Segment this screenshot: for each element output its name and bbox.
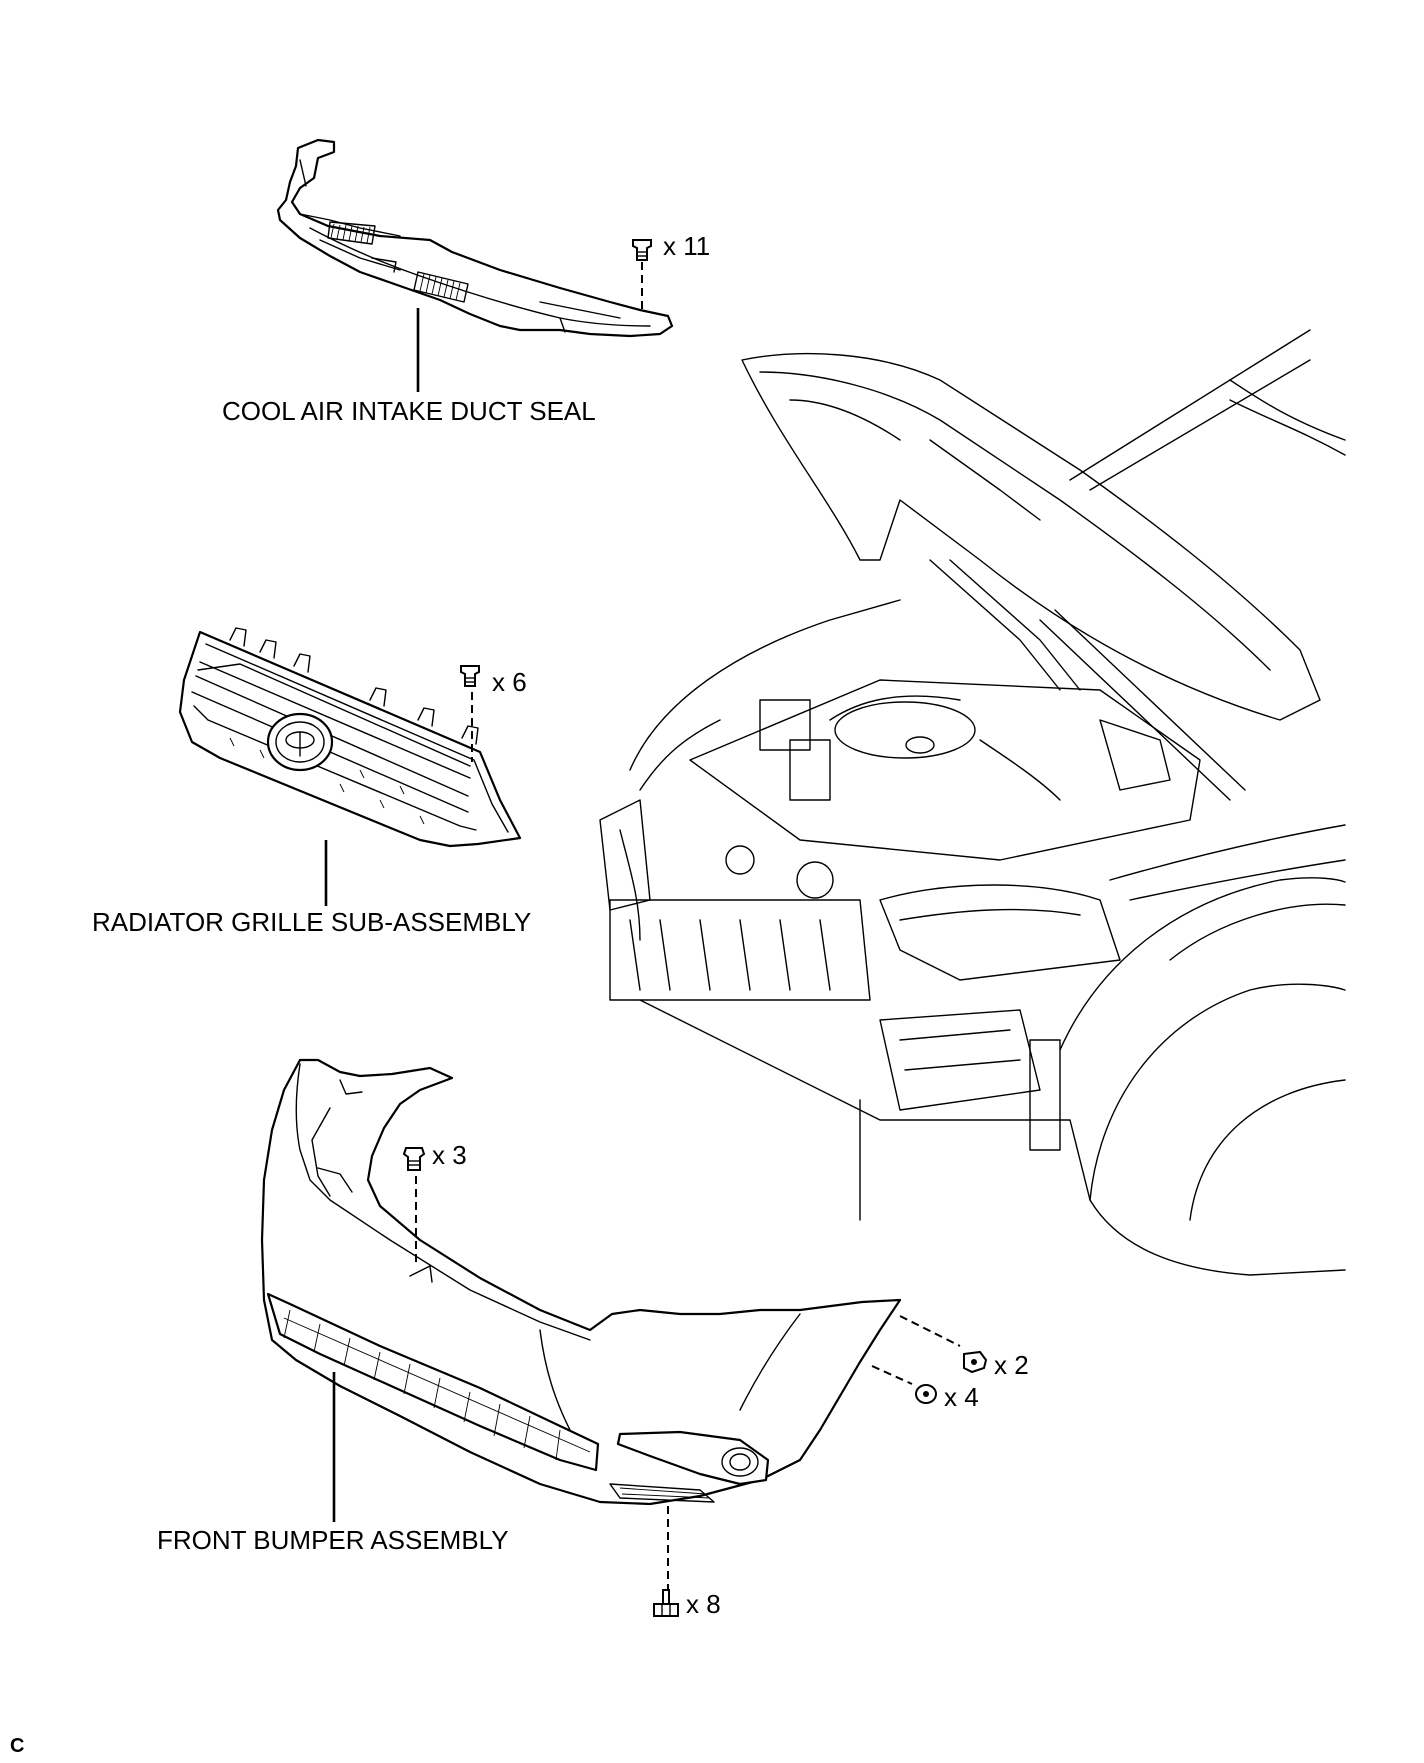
bumper-side-clip-dash [871,1365,913,1385]
cool-air-intake-duct-seal [276,138,674,338]
duct-seal-callout: COOL AIR INTAKE DUCT SEAL [222,396,596,426]
bumper-bottom-bolt-icon [653,1589,679,1617]
vehicle-front-illustration [599,329,1346,1276]
bumper-callout: FRONT BUMPER ASSEMBLY [157,1525,509,1555]
radiator-grille-sub-assembly [178,627,522,848]
bumper-top-clip-icon [402,1147,426,1171]
bumper-side-clip-icon [915,1384,937,1404]
bumper-side-screw-quantity: x 2 [994,1350,1029,1380]
grille-clip-quantity: x 6 [492,667,527,697]
front-bumper-assembly [260,1058,902,1506]
grille-clip-icon [460,665,480,687]
bumper-bottom-bolt-quantity: x 8 [686,1589,721,1619]
bumper-top-clip-quantity: x 3 [432,1140,467,1170]
bumper-side-screw-icon [963,1350,988,1374]
duct-seal-clip-icon [632,239,652,261]
bumper-side-clip-quantity: x 4 [944,1382,979,1412]
grille-callout: RADIATOR GRILLE SUB-ASSEMBLY [92,907,531,937]
bumper-side-screw-dash [899,1315,961,1347]
duct-seal-clip-quantity: x 11 [663,231,710,261]
corner-reference-mark: C [10,1735,24,1757]
